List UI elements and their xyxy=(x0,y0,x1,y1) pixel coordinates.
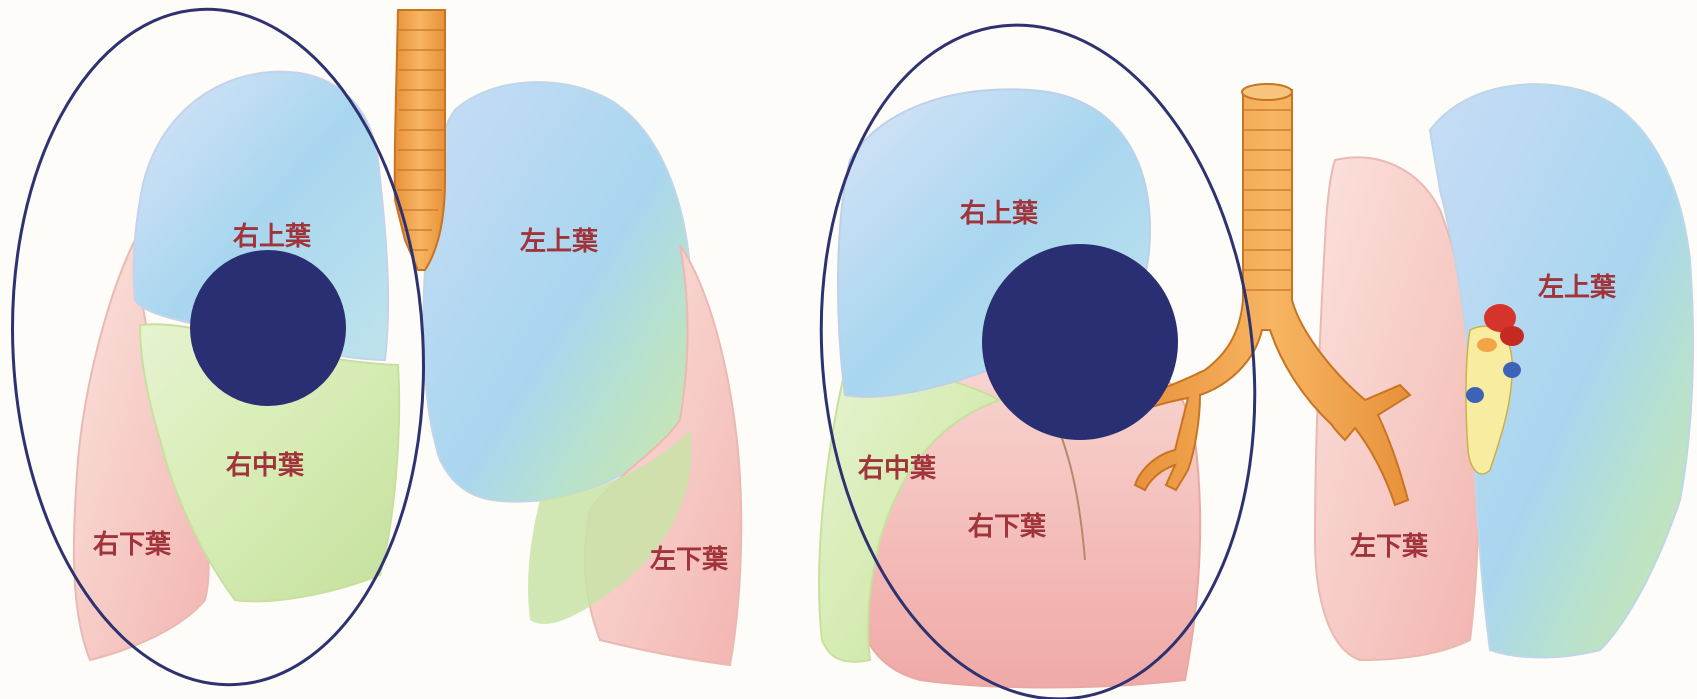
front-trachea xyxy=(395,10,445,270)
front-left-upper-lobe xyxy=(423,82,690,501)
front-label-left-lower: 左下葉 xyxy=(650,545,729,575)
rear-label-right-lower: 右下葉 xyxy=(968,512,1047,542)
front-view: 右上葉 右中葉 右下葉 左上葉 左下葉 xyxy=(0,0,741,695)
rear-label-right-upper: 右上葉 xyxy=(960,199,1039,229)
front-label-right-lower: 右下葉 xyxy=(93,530,172,560)
rear-label-right-middle: 右中葉 xyxy=(858,454,937,484)
front-label-right-upper: 右上葉 xyxy=(233,222,312,252)
rear-label-left-upper: 左上葉 xyxy=(1538,273,1617,303)
front-label-right-middle: 右中葉 xyxy=(226,451,305,481)
rear-view: 右上葉 右中葉 右下葉 左上葉 左下葉 xyxy=(789,3,1693,699)
rear-tumor xyxy=(982,244,1178,440)
front-tumor xyxy=(190,250,346,406)
front-label-left-upper: 左上葉 xyxy=(520,227,599,257)
rear-label-left-lower: 左下葉 xyxy=(1350,532,1429,562)
